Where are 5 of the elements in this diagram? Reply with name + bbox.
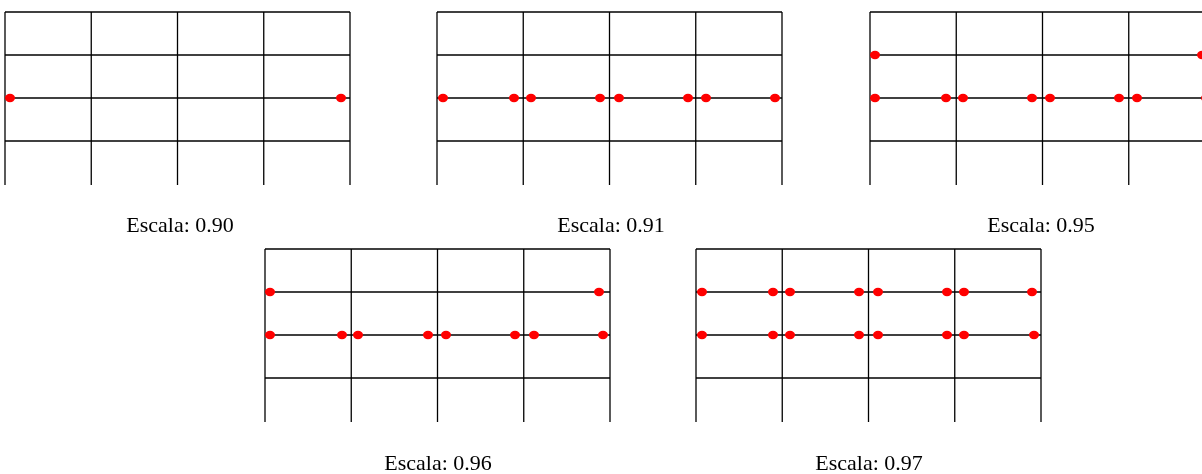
scale-caption: Escala: 0.96	[384, 452, 492, 474]
scale-caption: Escala: 0.90	[126, 214, 234, 236]
scale-caption: Escala: 0.91	[557, 214, 665, 236]
scale-caption: Escala: 0.97	[815, 452, 923, 474]
scale-caption: Escala: 0.95	[987, 214, 1095, 236]
